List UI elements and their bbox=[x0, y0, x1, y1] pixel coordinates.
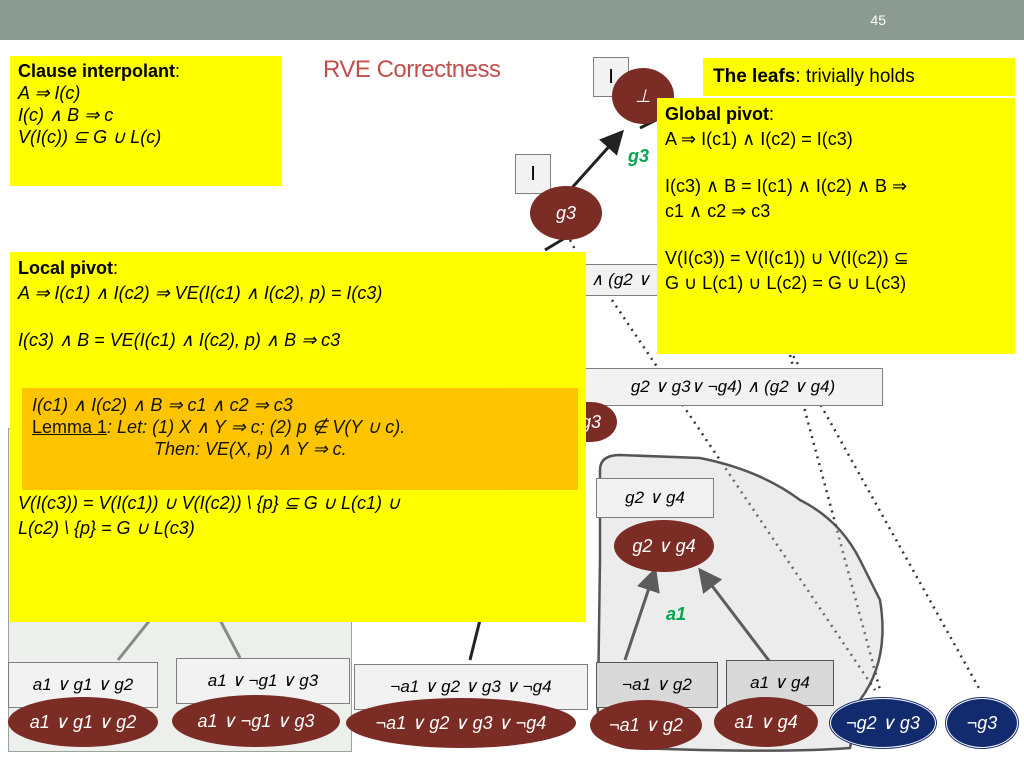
local-pivot-colon: : bbox=[113, 258, 119, 278]
mid-clause-node: g2 ∨ g4 bbox=[614, 520, 714, 572]
dotted-edge-1 bbox=[610, 299, 877, 691]
leafs-note-heading: The leafs bbox=[713, 66, 796, 87]
clause-interpolant-heading: Clause interpolant bbox=[18, 61, 176, 81]
local-pivot-line-1: A ⇒ I(c1) ∧ I(c2) ⇒ VE(I(c1) ∧ I(c2), p)… bbox=[18, 283, 383, 303]
clause-interpolant-line-3: V(I(c)) ⊆ G ∪ L(c) bbox=[18, 127, 162, 147]
lemma-line-2: : Let: (1) X ∧ Y ⇒ c; (2) p ∉ V(Y ∪ c). bbox=[107, 417, 406, 437]
leaf-node-1: a1 ∨ g1 ∨ g2 bbox=[8, 697, 158, 747]
clause-interpolant-line-1: A ⇒ I(c) bbox=[18, 83, 81, 103]
global-pivot-line-3: I(c3) ∧ B = I(c1) ∧ I(c2) ∧ B ⇒ bbox=[665, 176, 908, 196]
local-pivot-heading: Local pivot bbox=[18, 258, 114, 278]
leaf-box-text-4: ¬a1 ∨ g2 bbox=[622, 675, 692, 694]
lemma-line-1: I(c1) ∧ I(c2) ∧ B ⇒ c1 ∧ c2 ⇒ c3 bbox=[32, 395, 293, 415]
blue-node-2: ¬g3 bbox=[946, 698, 1018, 748]
partial-clause-box-1: ∧ (g2 ∨ bbox=[585, 264, 665, 296]
partial-clause-box-2: g2 ∨ g3∨ ¬g4) ∧ (g2 ∨ g4) bbox=[583, 368, 883, 406]
edge-a1g4-mid bbox=[698, 567, 772, 663]
dotted-edge-2 bbox=[788, 354, 882, 691]
blue-node-1: ¬g2 ∨ g3 bbox=[830, 698, 936, 748]
leaf-box-text-5: a1 ∨ g4 bbox=[750, 673, 810, 692]
global-pivot-line-2 bbox=[665, 152, 1007, 174]
leaf-node-4: ¬a1 ∨ g2 bbox=[590, 700, 702, 750]
leafs-note-text: : trivially holds bbox=[795, 66, 915, 87]
global-pivot-line-7: G ∪ L(c1) ∪ L(c2) = G ∪ L(c3) bbox=[665, 273, 907, 293]
leaf-node-3: ¬a1 ∨ g2 ∨ g3 ∨ ¬g4 bbox=[346, 698, 576, 748]
dotted-edge-3 bbox=[788, 349, 982, 691]
leaf-box-text-2: a1 ∨ ¬g1 ∨ g3 bbox=[207, 671, 319, 690]
g3-pivot-label: g3 bbox=[628, 146, 650, 166]
global-pivot-colon: : bbox=[769, 104, 775, 124]
top-bar: 45 bbox=[0, 0, 1024, 40]
leafs-note-box: The leafs: trivially holds bbox=[703, 58, 1015, 96]
slide-number: 45 bbox=[870, 12, 886, 28]
g3-node: g3 bbox=[530, 186, 602, 240]
lemma-label: Lemma 1 bbox=[32, 417, 108, 437]
a1-pivot-label: a1 bbox=[666, 604, 687, 624]
mid-clause-box: g2 ∨ g4 bbox=[596, 478, 714, 518]
local-pivot-bottom-line-2: L(c2) \ {p} = G ∪ L(c3) bbox=[18, 518, 195, 538]
global-pivot-line-5 bbox=[665, 224, 1007, 246]
local-pivot-line-2 bbox=[18, 306, 578, 328]
edge-neg-a1-mid bbox=[623, 567, 660, 661]
clause-interpolant-line-2: I(c) ∧ B ⇒ c bbox=[18, 105, 114, 125]
leaf-box-2: a1 ∨ ¬g1 ∨ g3 bbox=[176, 658, 350, 704]
edge-g3-root bbox=[568, 129, 625, 192]
local-pivot-line-3: I(c3) ∧ B = VE(I(c1) ∧ I(c2), p) ∧ B ⇒ c… bbox=[18, 330, 341, 350]
global-pivot-line-4: c1 ∧ c2 ⇒ c3 bbox=[665, 201, 771, 221]
leaf-box-text-3: ¬a1 ∨ g2 ∨ g3 ∨ ¬g4 bbox=[390, 677, 552, 696]
edge-leaf3 bbox=[468, 619, 482, 661]
local-pivot-bottom-line-1: V(I(c3)) = V(I(c1)) ∪ V(I(c2)) \ {p} ⊆ G… bbox=[18, 493, 401, 513]
partial-clause-text-2: g2 ∨ g3∨ ¬g4) ∧ (g2 ∨ g4) bbox=[630, 377, 836, 396]
lemma-line-3: Then: VE(X, p) ∧ Y ⇒ c. bbox=[154, 439, 347, 459]
global-pivot-line-1: A ⇒ I(c1) ∧ I(c2) = I(c3) bbox=[665, 129, 853, 149]
edge-leaf-g3 bbox=[544, 236, 566, 252]
global-pivot-box: Global pivot: A ⇒ I(c1) ∧ I(c2) = I(c3) … bbox=[657, 98, 1015, 354]
leaf-box-text-1: a1 ∨ g1 ∨ g2 bbox=[32, 675, 134, 694]
partial-clause-text-1: ∧ (g2 ∨ bbox=[591, 270, 650, 289]
leaf-node-5: a1 ∨ g4 bbox=[714, 697, 818, 747]
mid-clause-text: g2 ∨ g4 bbox=[625, 488, 685, 507]
leaf-node-2: a1 ∨ ¬g1 ∨ g3 bbox=[172, 695, 340, 747]
clause-interpolant-colon: : bbox=[175, 61, 181, 81]
g3-interpolant-box: I bbox=[515, 154, 551, 194]
global-pivot-heading: Global pivot bbox=[665, 104, 770, 124]
slide-title: RVE Correctness bbox=[323, 56, 501, 83]
lemma-box: I(c1) ∧ I(c2) ∧ B ⇒ c1 ∧ c2 ⇒ c3 Lemma 1… bbox=[22, 388, 578, 490]
clause-interpolant-box: Clause interpolant: A ⇒ I(c) I(c) ∧ B ⇒ … bbox=[10, 56, 282, 186]
global-pivot-line-6: V(I(c3)) = V(I(c1)) ∪ V(I(c2)) ⊆ bbox=[665, 248, 909, 268]
